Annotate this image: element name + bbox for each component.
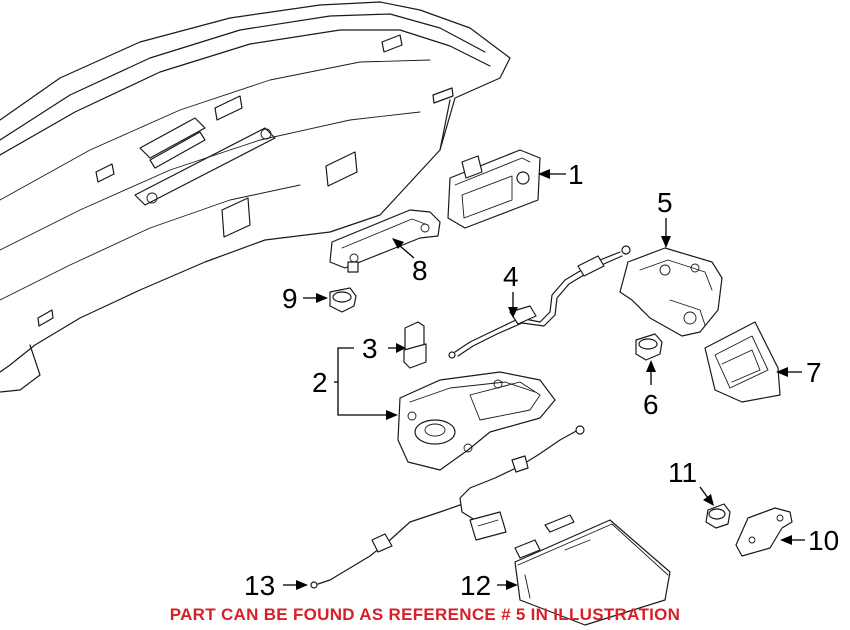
callout-13: 13 [244, 570, 275, 601]
callout-9: 9 [282, 283, 298, 314]
part-7-striker-cover [704, 321, 781, 403]
part-11-nut [705, 503, 731, 529]
leader-lines [283, 169, 805, 590]
callout-11: 11 [668, 457, 697, 488]
part-8-bracket [329, 209, 441, 273]
callout-12: 12 [460, 570, 491, 601]
trunk-lid-panel [0, 1, 511, 393]
callout-numbers: 1 2 3 4 5 6 7 8 9 10 11 12 13 [244, 159, 839, 601]
callout-7: 7 [806, 357, 822, 388]
callout-5: 5 [657, 187, 673, 218]
part-1-handle-switch [447, 149, 541, 229]
reference-note: PART CAN BE FOUND AS REFERENCE # 5 IN IL… [170, 605, 681, 624]
part-13-wiring-harness [310, 425, 585, 589]
callout-3: 3 [362, 333, 378, 364]
part-4-cable [448, 245, 631, 359]
part-6-nut [635, 333, 663, 361]
callout-4: 4 [503, 261, 519, 292]
part-3-switch [403, 321, 427, 369]
part-2-actuator [397, 371, 556, 471]
callout-8: 8 [412, 255, 428, 286]
callout-6: 6 [643, 389, 659, 420]
callout-10: 10 [808, 525, 839, 556]
part-5-latch [619, 247, 723, 337]
callout-1: 1 [568, 159, 584, 190]
part-10-bracket [735, 507, 793, 557]
part-9-clip-nut [329, 287, 357, 313]
callout-2: 2 [312, 367, 328, 398]
part-12-control-module [514, 514, 671, 626]
